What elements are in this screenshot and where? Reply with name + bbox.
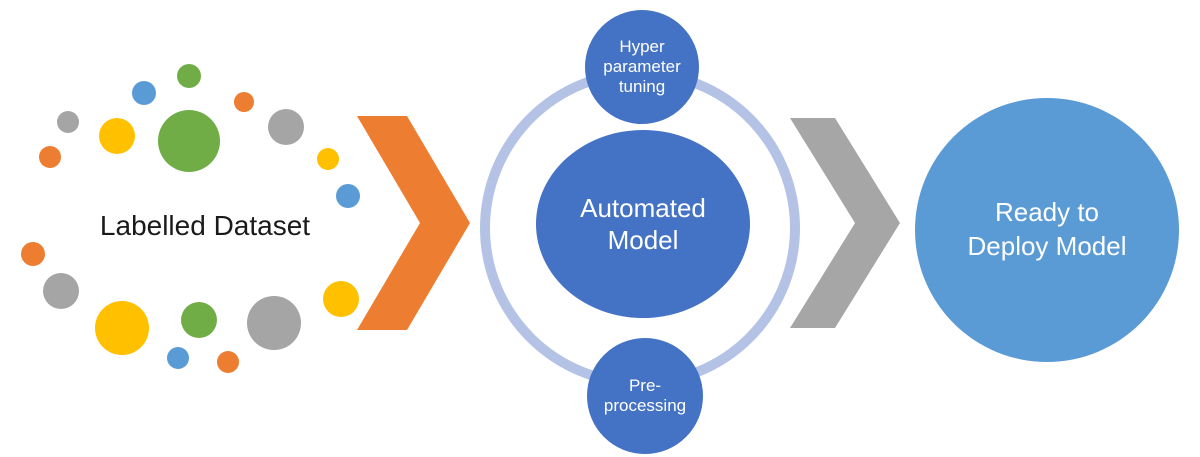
yellow-dot	[95, 301, 149, 355]
green-dot	[177, 64, 201, 88]
hyperparameter-tuning-node: Hyper parameter tuning	[585, 10, 699, 124]
orange-dot	[234, 92, 254, 112]
blue-dot	[132, 81, 156, 105]
deploy-label-line2: Deploy Model	[967, 231, 1127, 261]
gray-dot	[43, 273, 79, 309]
hyperparameter-label-line1: Hyper	[619, 36, 665, 56]
preprocessing-label-line1: Pre-	[628, 375, 662, 395]
orange-dot	[21, 242, 45, 266]
labelled-dataset-label: Labelled Dataset	[99, 210, 311, 241]
yellow-dot	[99, 118, 135, 154]
gray-dot	[57, 111, 79, 133]
green-dot	[181, 302, 217, 338]
green-dot	[158, 110, 220, 172]
ready-to-deploy-node: Ready to Deploy Model	[915, 98, 1179, 362]
dataset-dots	[0, 0, 400, 457]
chevron-arrow-1	[357, 116, 470, 330]
blue-dot	[336, 184, 360, 208]
gray-dot	[247, 296, 301, 350]
deploy-label-line1: Ready to	[994, 197, 1100, 228]
gray-dot	[268, 109, 304, 145]
orange-dot	[39, 146, 61, 168]
hyperparameter-label-line2: parameter	[603, 56, 681, 76]
blue-dot	[167, 347, 189, 369]
yellow-dot	[317, 148, 339, 170]
automated-model-node: Automated Model	[536, 130, 750, 318]
hyperparameter-label-line3: tuning	[618, 77, 666, 97]
automated-model-label-line1: Automated	[580, 192, 706, 223]
yellow-dot	[323, 281, 359, 317]
chevron-arrow-2	[790, 118, 900, 328]
automated-model-label-line2: Model	[607, 225, 679, 255]
preprocessing-label-line2: processing	[603, 396, 687, 415]
preprocessing-node: Pre- processing	[587, 338, 703, 454]
orange-dot	[217, 351, 239, 373]
